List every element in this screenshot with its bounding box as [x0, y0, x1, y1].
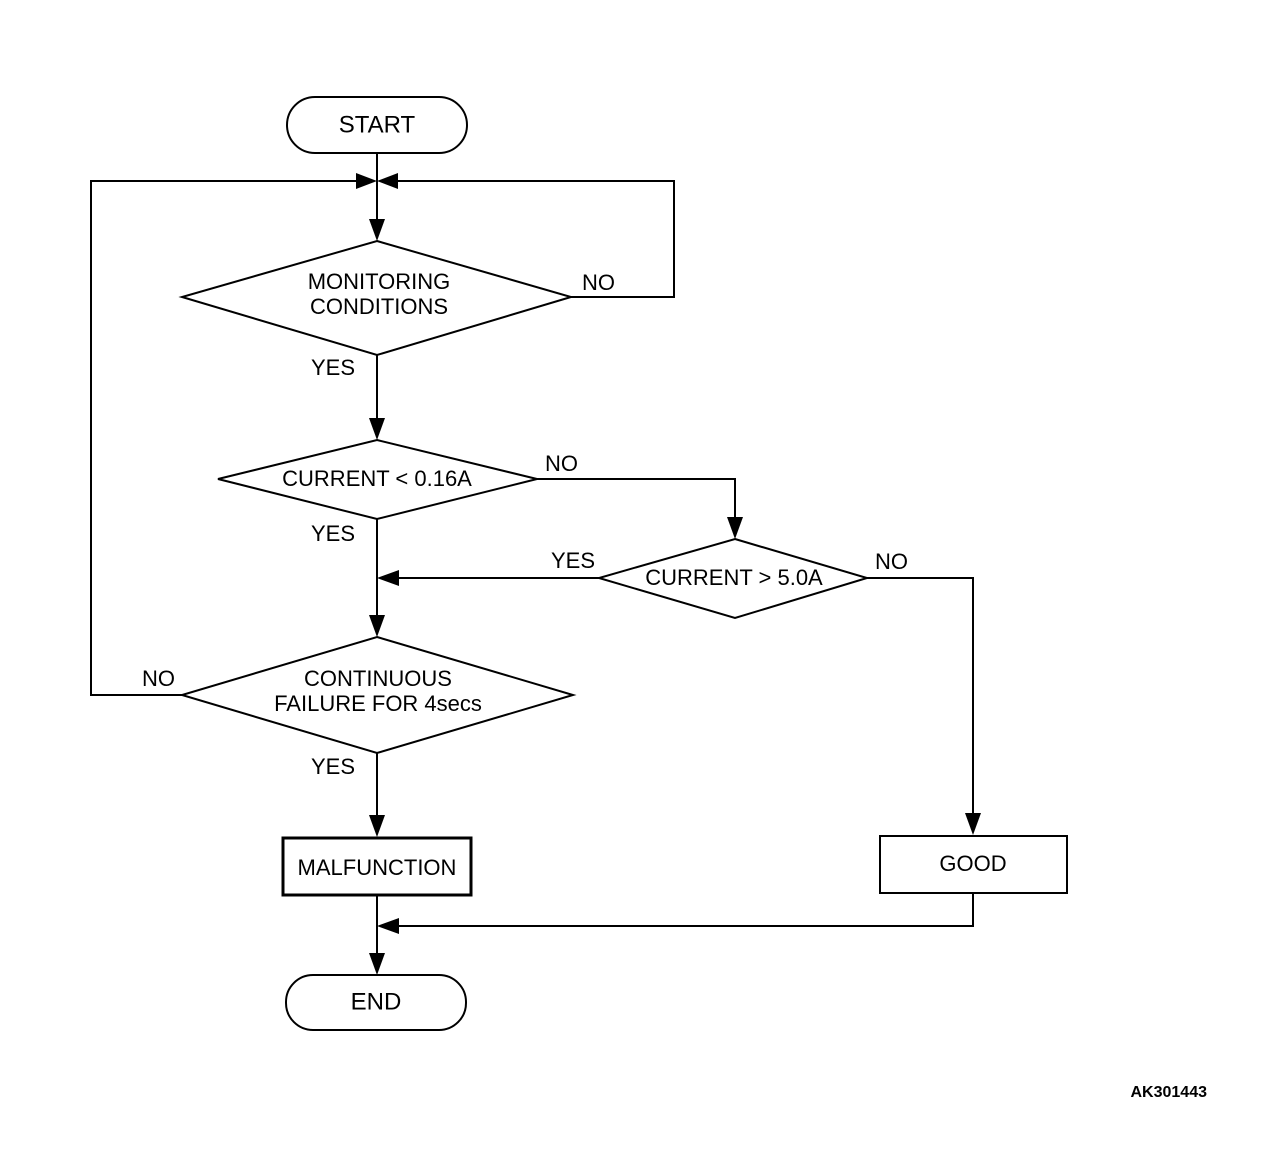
continuous-label-line2: FAILURE FOR 4secs: [274, 691, 482, 716]
arrowhead-into-good: [965, 813, 981, 835]
continuous-no-label: NO: [142, 666, 175, 691]
malfunction-label: MALFUNCTION: [298, 855, 457, 880]
arrowhead-into-current-low: [369, 418, 385, 440]
edge-labels: NO YES NO YES YES NO NO YES: [142, 270, 908, 779]
current-high-decision: CURRENT > 5.0A: [595, 537, 871, 620]
monitoring-label-line1: MONITORING: [308, 269, 451, 294]
arrowhead-current-high-yes: [377, 570, 399, 586]
connector-continuous-no-loop: [90, 180, 358, 696]
malfunction-box: MALFUNCTION: [281, 836, 473, 897]
start-terminal: START: [286, 96, 468, 154]
monitoring-no-label: NO: [582, 270, 615, 295]
current-low-no-label: NO: [545, 451, 578, 476]
continuous-yes-label: YES: [311, 754, 355, 779]
current-high-label: CURRENT > 5.0A: [645, 565, 823, 590]
arrowheads: [356, 173, 981, 975]
continuous-label-line1: CONTINUOUS: [304, 666, 452, 691]
current-low-label: CURRENT < 0.16A: [282, 466, 472, 491]
current-high-yes-label: YES: [551, 548, 595, 573]
end-label: END: [351, 988, 402, 1015]
arrowhead-into-malfunction: [369, 815, 385, 837]
connector-monitoring-no-loop: [396, 180, 675, 298]
connector-current-high-no: [867, 577, 974, 822]
start-label: START: [339, 111, 416, 138]
arrowhead-merge-from-right: [377, 173, 398, 189]
end-terminal: END: [285, 974, 467, 1031]
current-low-decision: CURRENT < 0.16A: [217, 438, 538, 521]
arrowhead-into-monitoring: [369, 219, 385, 241]
monitoring-decision: MONITORING CONDITIONS: [178, 239, 575, 357]
good-box: GOOD: [879, 835, 1068, 894]
arrowhead-into-end: [369, 953, 385, 975]
current-low-yes-label: YES: [311, 521, 355, 546]
figure-id: AK301443: [1131, 1084, 1208, 1101]
arrowhead-into-continuous: [369, 615, 385, 637]
arrowhead-merge-from-left: [356, 173, 377, 189]
arrowhead-into-current-high: [727, 517, 743, 539]
connector-good-to-end: [396, 893, 974, 927]
connectors: [90, 153, 974, 961]
arrowhead-good-join: [377, 918, 399, 934]
current-high-no-label: NO: [875, 549, 908, 574]
connector-current-low-no: [537, 478, 736, 526]
monitoring-yes-label: YES: [311, 355, 355, 380]
good-label: GOOD: [939, 851, 1006, 876]
monitoring-label-line2: CONDITIONS: [310, 294, 448, 319]
continuous-decision: CONTINUOUS FAILURE FOR 4secs: [178, 635, 577, 755]
